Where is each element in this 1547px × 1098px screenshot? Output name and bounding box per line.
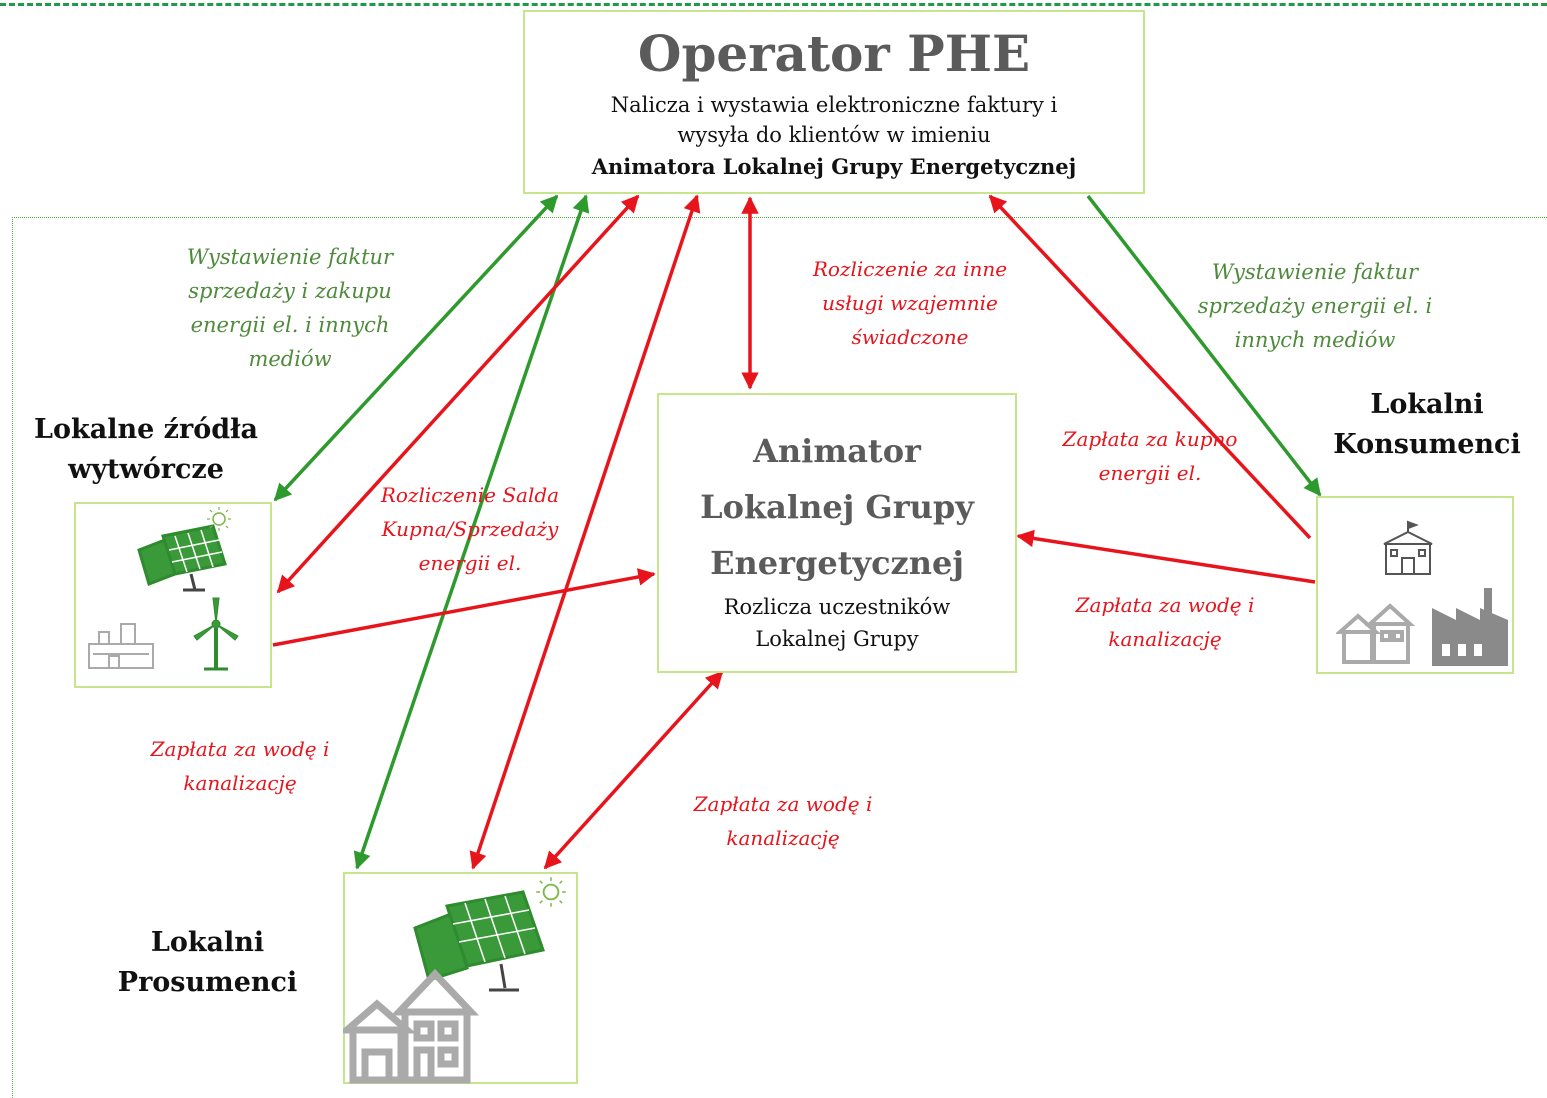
flow-label-line: Zapłata za wodę i bbox=[1075, 593, 1255, 617]
sources-label-line2: wytwórcze bbox=[68, 454, 224, 485]
arrow-operator-consumers-green bbox=[1086, 194, 1322, 497]
flow-label-line: kanalizację bbox=[1108, 627, 1222, 651]
flow-label-line: innych mediów bbox=[1234, 328, 1396, 352]
flow-label-line: sprzedaży energii el. i bbox=[1197, 294, 1433, 318]
consumers-label-line1: Lokalni bbox=[1370, 389, 1484, 420]
operator-desc-line2: wysyła do klientów w imieniu bbox=[677, 123, 991, 147]
school-building-icon bbox=[1383, 520, 1433, 575]
prosumers-box bbox=[343, 872, 578, 1084]
prosumers-label: Lokalni Prosumenci bbox=[100, 923, 315, 1003]
sources-label: Lokalne źródła wytwórcze bbox=[16, 410, 276, 490]
solar-panel-icon bbox=[137, 524, 227, 592]
factory-icon bbox=[1432, 588, 1508, 666]
flow-label-line: kanalizację bbox=[726, 826, 840, 850]
local-group-area bbox=[12, 217, 1547, 1098]
flow-label-water-prosumers: Zapłata za wodę i kanalizację bbox=[658, 787, 908, 855]
flow-label-invoice-consumers: Wystawienie faktur sprzedaży energii el.… bbox=[1170, 255, 1460, 357]
animator-title-line1: Animator bbox=[753, 432, 921, 470]
flow-label-balance: Rozliczenie Salda Kupna/Sprzedaży energi… bbox=[355, 478, 585, 580]
flow-label-line: Wystawienie faktur bbox=[186, 245, 394, 269]
prosumers-label-line1: Lokalni bbox=[150, 927, 265, 958]
wind-turbine-icon bbox=[193, 597, 239, 671]
consumers-box bbox=[1316, 496, 1514, 674]
animator-title-line3: Energetycznej bbox=[710, 544, 964, 582]
power-plant-icon bbox=[88, 623, 154, 669]
arrow-prosumers-animator-red bbox=[543, 670, 724, 870]
operator-title: Operator PHE bbox=[637, 24, 1031, 83]
house-icon bbox=[343, 968, 480, 1084]
flow-label-line: energii el. bbox=[1098, 461, 1202, 485]
prosumers-label-line2: Prosumenci bbox=[117, 967, 298, 998]
house-icon bbox=[1336, 603, 1416, 664]
operator-desc-line1: Nalicza i wystawia elektroniczne faktury… bbox=[610, 93, 1058, 117]
sources-box bbox=[74, 502, 272, 688]
flow-label-water-consumers: Zapłata za wodę i kanalizację bbox=[1040, 588, 1290, 656]
flow-label-invoice-sources: Wystawienie faktur sprzedaży i zakupu en… bbox=[155, 240, 425, 376]
flow-label-settlement-other: Rozliczenie za inne usługi wzajemnie świ… bbox=[780, 252, 1040, 354]
animator-box: Animator Lokalnej Grupy Energetycznej Ro… bbox=[657, 393, 1017, 673]
animator-title-line2: Lokalnej Grupy bbox=[700, 488, 974, 526]
flow-label-line: usługi wzajemnie bbox=[822, 291, 998, 315]
sun-icon bbox=[536, 877, 566, 907]
flow-label-line: sprzedaży i zakupu bbox=[188, 279, 392, 303]
solar-panel-icon bbox=[413, 890, 545, 992]
flow-label-line: Zapłata za wodę i bbox=[693, 792, 873, 816]
sources-label-line1: Lokalne źródła bbox=[34, 414, 258, 445]
flow-label-line: Zapłata za wodę i bbox=[150, 737, 330, 761]
flow-label-line: Wystawienie faktur bbox=[1211, 260, 1419, 284]
flow-label-line: energii el. i innych bbox=[190, 313, 390, 337]
flow-label-line: energii el. bbox=[418, 551, 522, 575]
flow-label-line: Rozliczenie za inne bbox=[812, 257, 1008, 281]
arrow-sources-animator-red bbox=[272, 568, 656, 647]
flow-label-water-left: Zapłata za wodę i kanalizację bbox=[115, 732, 365, 800]
flow-label-payment-purchase: Zapłata za kupno energii el. bbox=[1030, 422, 1270, 490]
arrow-operator-prosumers-red bbox=[469, 194, 701, 870]
operator-box: Operator PHE Nalicza i wystawia elektron… bbox=[523, 10, 1145, 194]
operator-desc-line3: Animatora Lokalnej Grupy Energetycznej bbox=[591, 154, 1077, 179]
top-dashed-border bbox=[0, 3, 1547, 6]
flow-label-line: mediów bbox=[248, 347, 332, 371]
animator-sub-line1: Rozlicza uczestników bbox=[723, 595, 951, 619]
animator-sub-line2: Lokalnej Grupy bbox=[755, 627, 919, 651]
consumers-label-line2: Konsumenci bbox=[1333, 429, 1521, 460]
sun-icon bbox=[207, 507, 231, 531]
arrow-consumers-operator-red bbox=[988, 194, 1312, 540]
flow-label-line: świadczone bbox=[851, 325, 969, 349]
flow-label-line: Kupna/Sprzedaży bbox=[381, 517, 559, 541]
flow-label-line: Zapłata za kupno bbox=[1062, 427, 1238, 451]
flow-label-line: Rozliczenie Salda bbox=[380, 483, 560, 507]
consumers-label: Lokalni Konsumenci bbox=[1322, 385, 1532, 465]
arrow-consumers-animator-red bbox=[1016, 529, 1316, 584]
flow-label-line: kanalizację bbox=[183, 771, 297, 795]
